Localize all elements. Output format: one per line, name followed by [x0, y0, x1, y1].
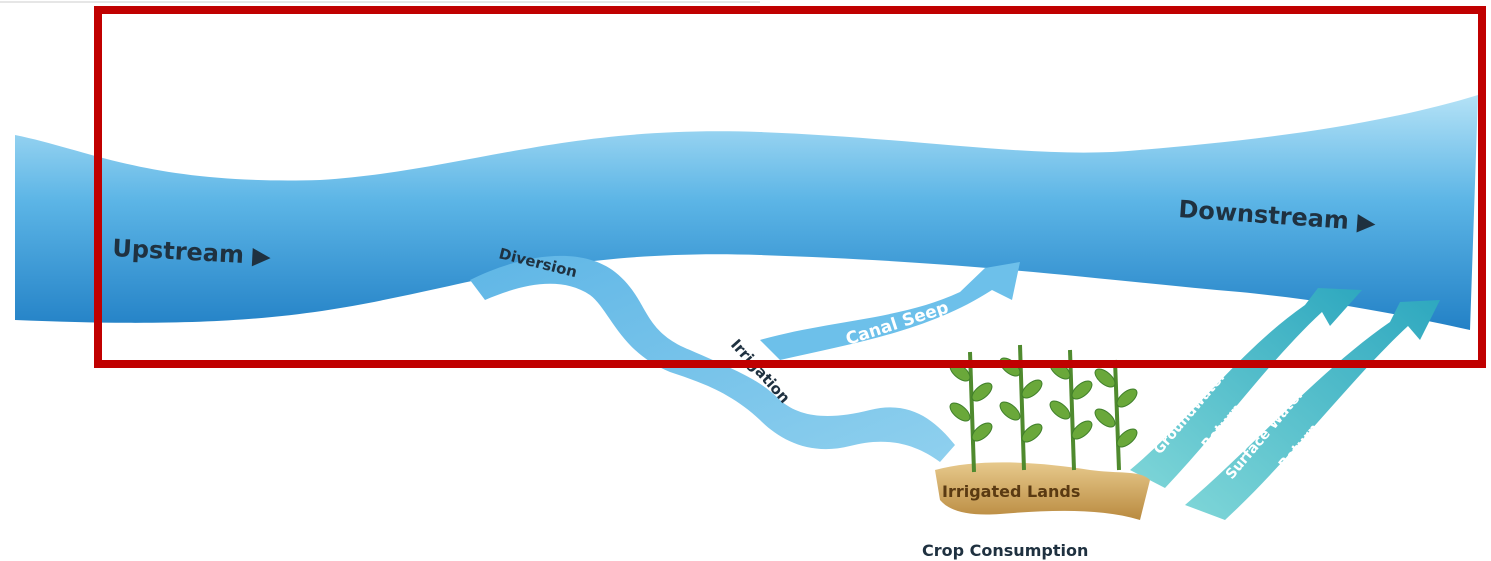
- crop-consumption-label: Crop Consumption: [922, 541, 1088, 560]
- irrigation-branch: [470, 256, 955, 462]
- irrigated-lands-label: Irrigated Lands: [942, 482, 1080, 501]
- canal-seep-flow: [760, 262, 1020, 360]
